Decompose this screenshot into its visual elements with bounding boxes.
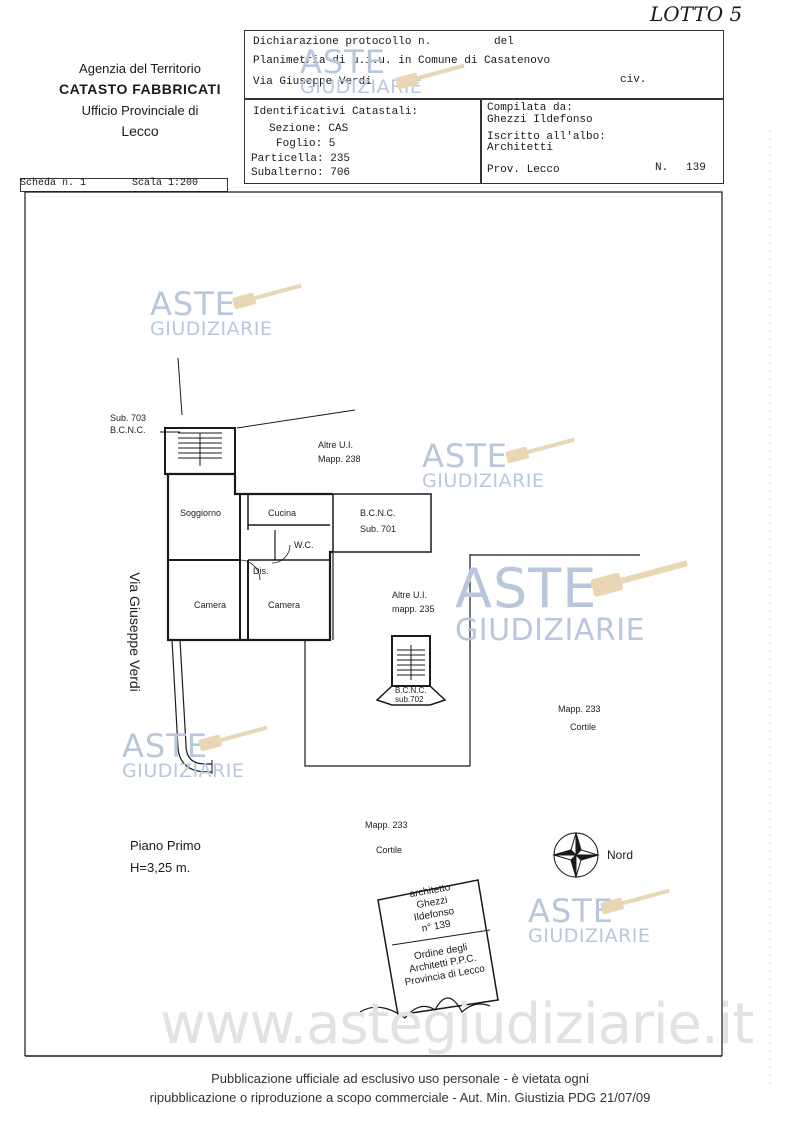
gavel-icon	[395, 63, 465, 90]
gavel-icon	[232, 283, 302, 310]
label-bcnc-701: B.C.N.C.	[360, 508, 396, 518]
room-camera-2: Camera	[268, 600, 301, 610]
label-sub703: Sub. 703	[110, 413, 147, 423]
room-wc: W.C.	[294, 540, 314, 550]
del-label: del	[494, 36, 514, 48]
planimetria-label: Planimetria di u.i.u. in Comune di Casat…	[253, 55, 551, 67]
subalterno-label: Subalterno: 706	[251, 167, 351, 179]
identificativi-label: Identificativi Catastali:	[253, 106, 419, 118]
label-bcnc-top: B.C.N.C.	[110, 425, 146, 435]
civ-label: civ.	[620, 74, 647, 86]
compilata-label: Compilata da:	[487, 102, 573, 114]
albo-value: Architetti	[487, 142, 554, 154]
room-dis: Dis.	[253, 566, 269, 576]
office-label: Ufficio Provinciale di	[81, 103, 199, 118]
room-soggiorno: Soggiorno	[180, 508, 222, 518]
agency-block: Agenzia del Territorio CATASTO FABBRICAT…	[40, 58, 240, 142]
compilata-box	[480, 98, 724, 184]
watermark-site: www.astegiudiziarie.it	[160, 992, 754, 1057]
label-mapp233-b: Mapp. 233	[365, 820, 408, 830]
footer-line-2: ripubblicazione o riproduzione a scopo c…	[149, 1090, 651, 1105]
n-label: N.	[655, 162, 669, 174]
nord-label: Nord	[607, 848, 634, 862]
foglio-label: Foglio: 5	[276, 138, 336, 150]
label-altre-ui-235: Altre U.I.	[392, 590, 428, 600]
prov-label: Prov. Lecco	[487, 164, 560, 176]
catasto-title: CATASTO FABBRICATI	[59, 81, 221, 97]
gavel-icon	[590, 560, 688, 597]
label-sub702: sub.702	[395, 695, 424, 704]
label-cortile-b: Cortile	[376, 845, 403, 855]
label-mapp233-a: Mapp. 233	[558, 704, 601, 714]
label-mapp-238: Mapp. 238	[318, 454, 361, 464]
north-compass	[552, 831, 600, 879]
label-sub701: Sub. 701	[360, 524, 397, 534]
architect-stamp	[377, 879, 499, 1016]
gavel-icon	[505, 437, 575, 464]
gavel-icon	[198, 725, 268, 752]
office-city: Lecco	[121, 123, 159, 139]
declaration-label: Dichiarazione protocollo n.	[253, 36, 432, 48]
compilata-name: Ghezzi Ildefonso	[487, 114, 593, 126]
label-bcnc-702: B.C.N.C.	[395, 686, 427, 695]
sezione-label: Sezione: CAS	[269, 123, 349, 135]
room-camera-1: Camera	[194, 600, 227, 610]
label-altre-ui-238: Altre U.I.	[318, 440, 354, 450]
signature	[359, 997, 491, 1019]
header-top-box	[244, 30, 724, 100]
iscritto-label: Iscritto all'albo:	[487, 131, 606, 143]
footer-line-1: Pubblicazione ufficiale ad esclusivo uso…	[211, 1071, 589, 1086]
label-mapp-235: mapp. 235	[392, 604, 435, 614]
address-label: Via Giuseppe Verdi	[253, 76, 372, 88]
label-cortile-a: Cortile	[570, 722, 597, 732]
scala-label: Scala 1:200	[132, 178, 199, 189]
agency-name: Agenzia del Territorio	[79, 61, 201, 76]
particella-label: Particella: 235	[251, 153, 351, 165]
height-label: H=3,25 m.	[130, 860, 191, 875]
floor-label: Piano Primo	[130, 838, 201, 853]
lotto-note: LOTTO 5	[650, 2, 743, 26]
identificativi-box	[244, 98, 482, 184]
gavel-icon	[600, 888, 670, 915]
n-value: 139	[686, 162, 706, 174]
room-cucina: Cucina	[268, 508, 297, 518]
scheda-label: Scheda n. 1	[20, 178, 87, 189]
